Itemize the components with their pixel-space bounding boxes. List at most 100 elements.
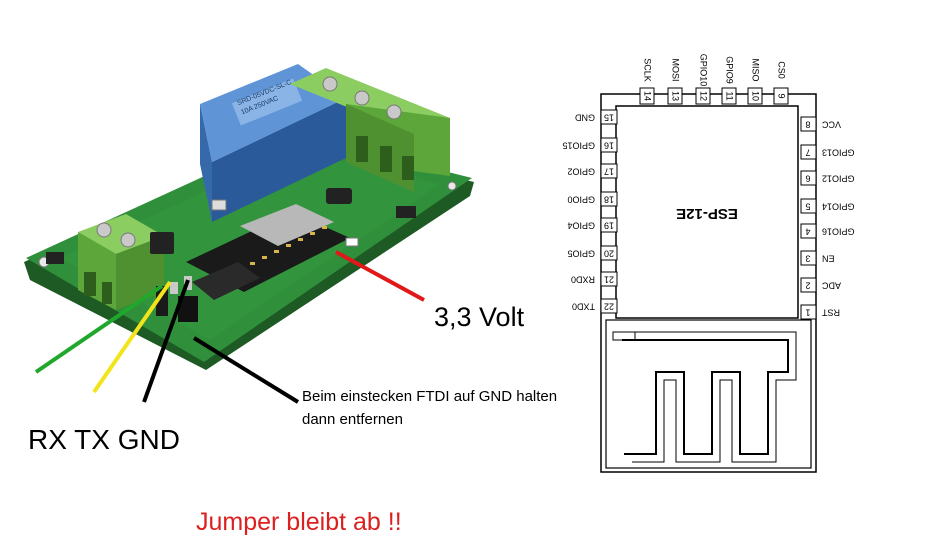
pin-number: 22 [604,302,614,312]
pin-pad [747,87,763,105]
wire-green [34,284,164,374]
relay-board: SRD-05VDC-SL-C 10A 250VAC [24,64,474,370]
relay-side [200,104,212,222]
pin-pad [695,87,711,105]
terminal-screw [120,232,136,248]
antenna-area [605,319,812,469]
pin-pad [600,163,618,179]
jumper-cap [178,296,198,322]
pin-pad [800,116,817,132]
pin-name: GPIO14 [822,202,855,212]
pin-number: 2 [805,281,810,291]
pin-name: GPIO0 [567,195,595,205]
shield-outline [615,105,799,319]
pin-name: GPIO4 [567,221,595,231]
terminal-slot [380,146,392,172]
terminal-screw [386,104,402,120]
wire-yellow [92,280,172,394]
pin-number: 15 [604,113,614,123]
pin-name: GPIO12 [822,174,855,184]
pin-number: 19 [604,221,614,231]
terminal-block-right [290,68,450,192]
pin-number: 16 [604,141,614,151]
pin-name: EN [822,254,835,264]
pin-layer: 14SCLK13MOSI12GPIO1011GPIO910MISO9CS015G… [562,54,855,320]
pin-pad [800,277,817,293]
ftdi-instruction-line1: Beim einstecken FTDI auf GND halten [302,388,558,405]
module-outline [600,93,817,473]
relay-marking [231,78,303,126]
pin-number: 11 [725,91,735,100]
pin-pad [600,109,618,125]
regulator [150,232,174,254]
relay: SRD-05VDC-SL-C 10A 250VAC [200,64,346,222]
pin-number: 18 [604,195,614,205]
pin-name: GPIO16 [822,227,855,237]
pin-name: GPIO13 [822,148,855,158]
pin-name: GPIO9 [725,56,735,84]
pin-name: MISO [751,58,761,81]
esp-antenna [192,262,260,300]
smd-chip [46,252,64,264]
pin-pad [600,217,618,233]
wire-red-3v3 [335,250,425,302]
terminal-screw [322,76,338,92]
pin-number: 10 [751,91,761,101]
pin-number: 3 [805,254,810,264]
pin-pad [600,271,618,287]
terminal-slot [356,136,368,162]
smd-led [345,237,359,247]
wire-black-gnd [142,279,190,403]
wire-black-jumper [192,336,300,404]
pin-pad [721,87,737,105]
pin-name: GPIO2 [567,167,595,177]
transistor [396,206,416,218]
pin-pad [800,170,817,186]
pin-number: 4 [805,227,810,237]
pin-pad [800,144,817,160]
pin-number: 6 [805,174,810,184]
pin [170,282,178,294]
rx-tx-gnd-label: RX TX GND [28,424,180,455]
voltage-label: 3,3 Volt [434,302,525,332]
esp12e-pinout: ESP-12E 14SCLK13MOSI12GPIO1011GPIO910MIS… [562,54,855,473]
pin-header [156,286,168,316]
ftdi-instruction-line2: dann entfernen [302,411,403,428]
terminal-slot [84,272,96,296]
pin-number: 20 [604,249,614,259]
pin-number: 9 [777,93,787,98]
mounting-hole [447,181,457,191]
optocoupler [326,188,352,204]
jumper-note: Jumper bleibt ab !! [196,508,402,536]
pin-name: RST [821,308,840,318]
pin-number: 12 [699,91,709,101]
relay-front [212,98,346,222]
chip-label: ESP-12E [676,205,738,222]
esp-pins [250,226,327,265]
pin-name: CS0 [777,61,787,79]
pin-pad [600,298,618,314]
pin-name: GPIO10 [699,54,709,87]
pin-pad [639,87,655,105]
pin-pad [600,191,618,207]
pin-name: ADC [822,281,842,291]
pin-pad [800,250,817,266]
esp-can [240,204,334,246]
pin-number: 17 [604,167,614,177]
pin-pad [667,87,683,105]
antenna-trace [622,339,789,455]
pin-pad [600,245,618,261]
pin-number: 1 [805,308,810,318]
pin-number: 13 [671,91,681,101]
esp-module-on-board [186,204,350,300]
pin-pad [800,304,817,320]
pin-name: GND [575,113,596,123]
pin-name: MOSI [671,58,681,81]
wires [34,250,425,404]
pin-name: TXD0 [572,302,595,312]
terminal-screw [96,222,112,238]
pin-pad [800,198,817,214]
pin-number: 7 [805,148,810,158]
pin-name: RXD0 [571,275,595,285]
